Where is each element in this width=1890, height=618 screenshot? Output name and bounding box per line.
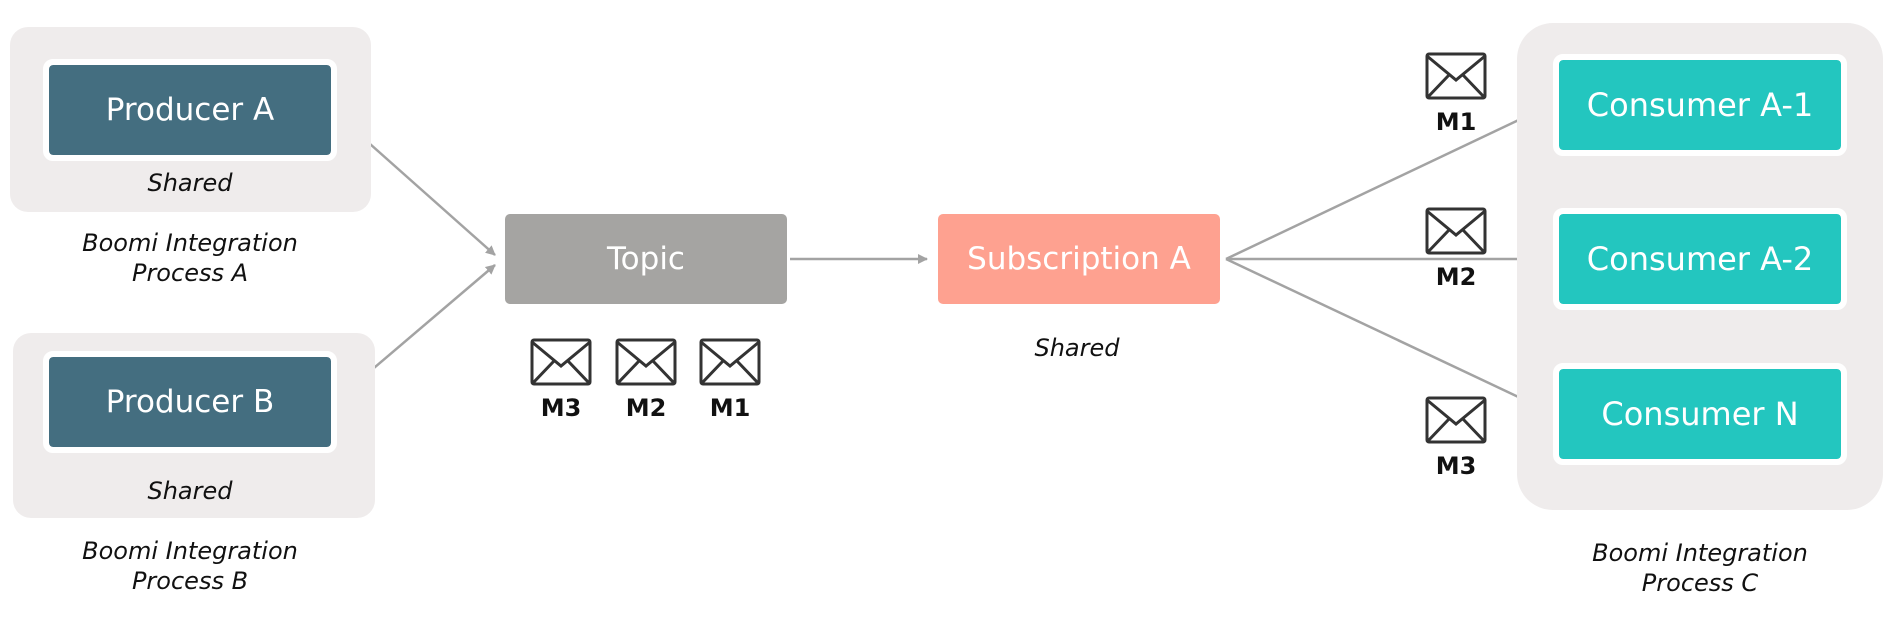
consumer-process-line1: Boomi Integration: [1592, 539, 1808, 567]
envelope-icon: [1425, 52, 1487, 100]
producer-a-process-line1: Boomi Integration: [82, 229, 298, 257]
producer-b-node[interactable]: Producer B: [43, 351, 337, 453]
producer-b-mode: Shared: [147, 477, 233, 505]
consumer-a1-node[interactable]: Consumer A-1: [1553, 54, 1847, 156]
envelope-icon: [1425, 396, 1487, 444]
topic-message-label: M2: [625, 394, 667, 422]
consumer-a2-node[interactable]: Consumer A-2: [1553, 208, 1847, 310]
arrow-subscription-to-consumer-a1: [1225, 105, 1547, 261]
delivery-message-label: M1: [1435, 108, 1477, 136]
producer-a-node[interactable]: Producer A: [43, 59, 337, 161]
envelope-icon: [699, 338, 761, 386]
subscription-node[interactable]: Subscription A: [938, 214, 1220, 304]
topic-node[interactable]: Topic: [505, 214, 787, 304]
delivery-message-label: M3: [1435, 452, 1477, 480]
subscription-mode: Shared: [1034, 334, 1120, 362]
consumer-process-line2: Process C: [1641, 569, 1759, 597]
producer-b-process-line1: Boomi Integration: [82, 537, 298, 565]
producer-a-mode: Shared: [147, 169, 233, 197]
consumer-n-node[interactable]: Consumer N: [1553, 363, 1847, 465]
topic-message-label: M1: [709, 394, 751, 422]
envelope-icon: [615, 338, 677, 386]
topic-message-label: M3: [540, 394, 582, 422]
arrow-subscription-to-consumer-n: [1225, 257, 1547, 412]
envelope-icon: [1425, 207, 1487, 255]
delivery-message-label: M2: [1435, 263, 1477, 291]
producer-a-process-line2: Process A: [131, 259, 249, 287]
producer-b-process-line2: Process B: [131, 567, 249, 595]
envelope-icon: [530, 338, 592, 386]
